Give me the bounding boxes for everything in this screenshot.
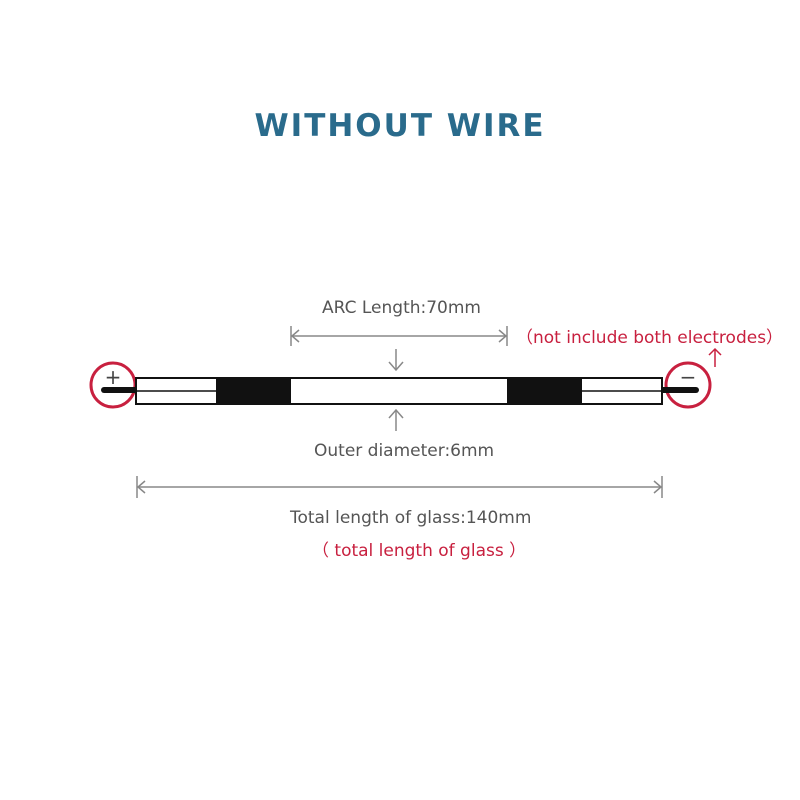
arc-length-label: ARC Length:70mm <box>322 298 481 318</box>
total-note-label: （ total length of glass ） <box>312 541 527 561</box>
diameter-arrow-down <box>388 349 404 372</box>
note-arrow-up <box>708 347 722 367</box>
arc-note-label: （not include both electrodes） <box>516 328 784 348</box>
negative-electrode <box>659 361 712 409</box>
positive-symbol: + <box>105 365 122 389</box>
arc-length-dimension <box>290 326 508 346</box>
negative-symbol: − <box>680 365 697 389</box>
right-electrode-block <box>507 378 582 404</box>
total-length-dimension <box>136 476 663 498</box>
diameter-arrow-up <box>388 408 404 431</box>
left-electrode-block <box>216 378 291 404</box>
outer-diameter-label: Outer diameter:6mm <box>314 441 495 461</box>
glass-tube <box>135 377 663 405</box>
arc-region <box>291 381 507 401</box>
total-length-label: Total length of glass:140mm <box>290 508 532 528</box>
diagram-title: WITHOUT WIRE <box>254 108 546 144</box>
